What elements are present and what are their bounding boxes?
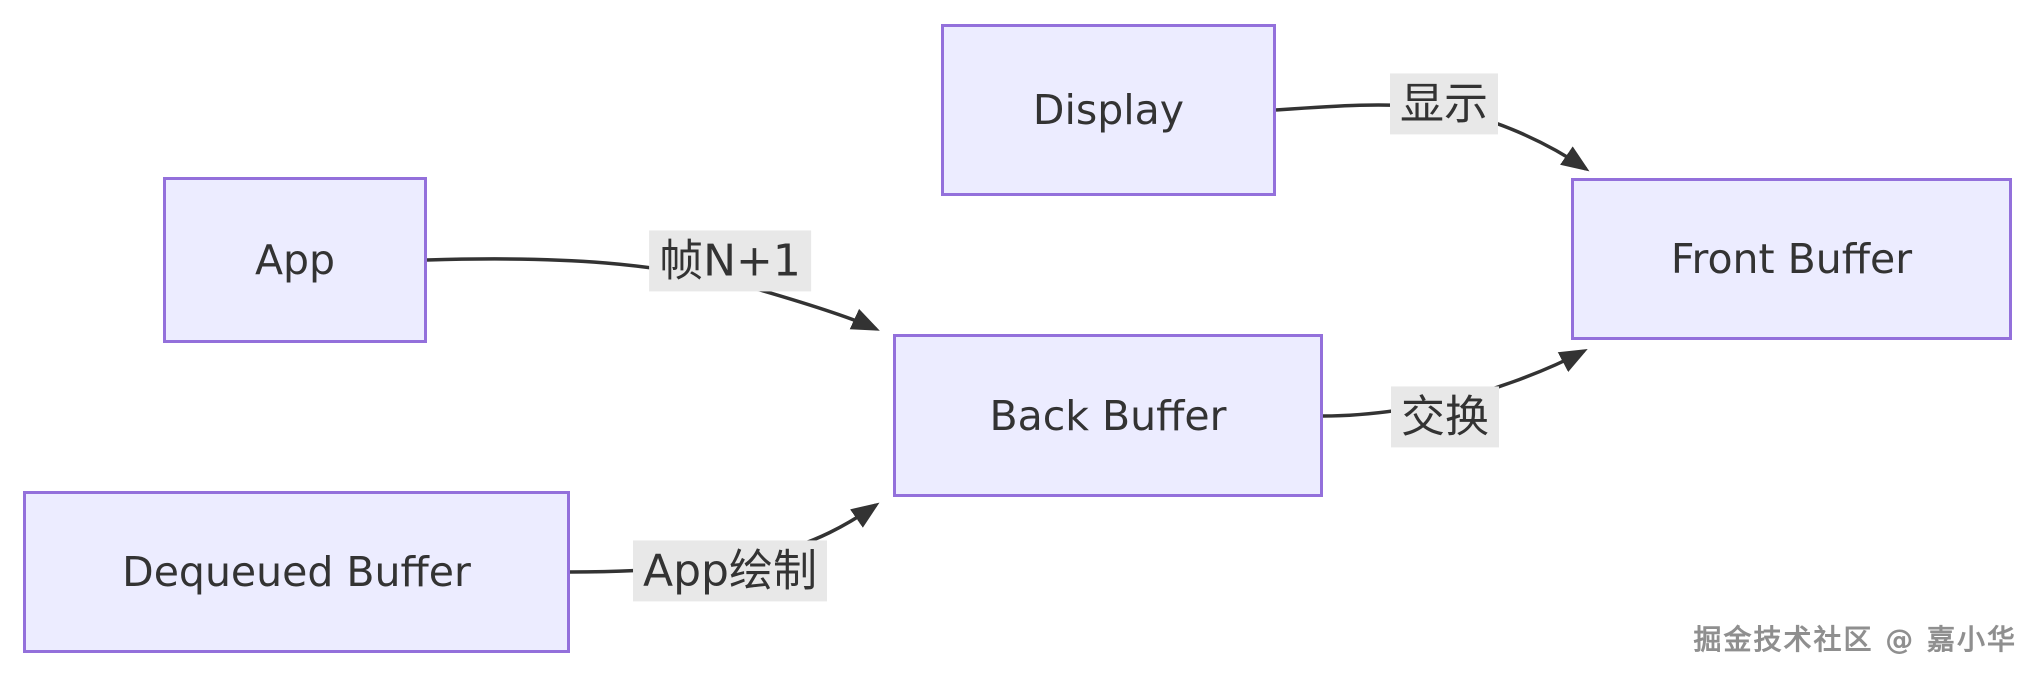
node-front-buffer: Front Buffer [1571,178,2012,340]
edge-label-app-draw: App绘制 [633,540,827,602]
watermark-text: 掘金技术社区 @ 嘉小华 [1693,623,2017,656]
node-app: App [163,177,427,343]
node-back-buffer: Back Buffer [893,334,1323,497]
node-display: Display [941,24,1276,196]
node-dequeued-buffer: Dequeued Buffer [23,491,570,653]
edge-label-frame-n-plus-1: 帧N+1 [649,230,811,292]
edge-label-swap: 交换 [1391,386,1499,448]
edge-label-display: 显示 [1390,73,1498,135]
